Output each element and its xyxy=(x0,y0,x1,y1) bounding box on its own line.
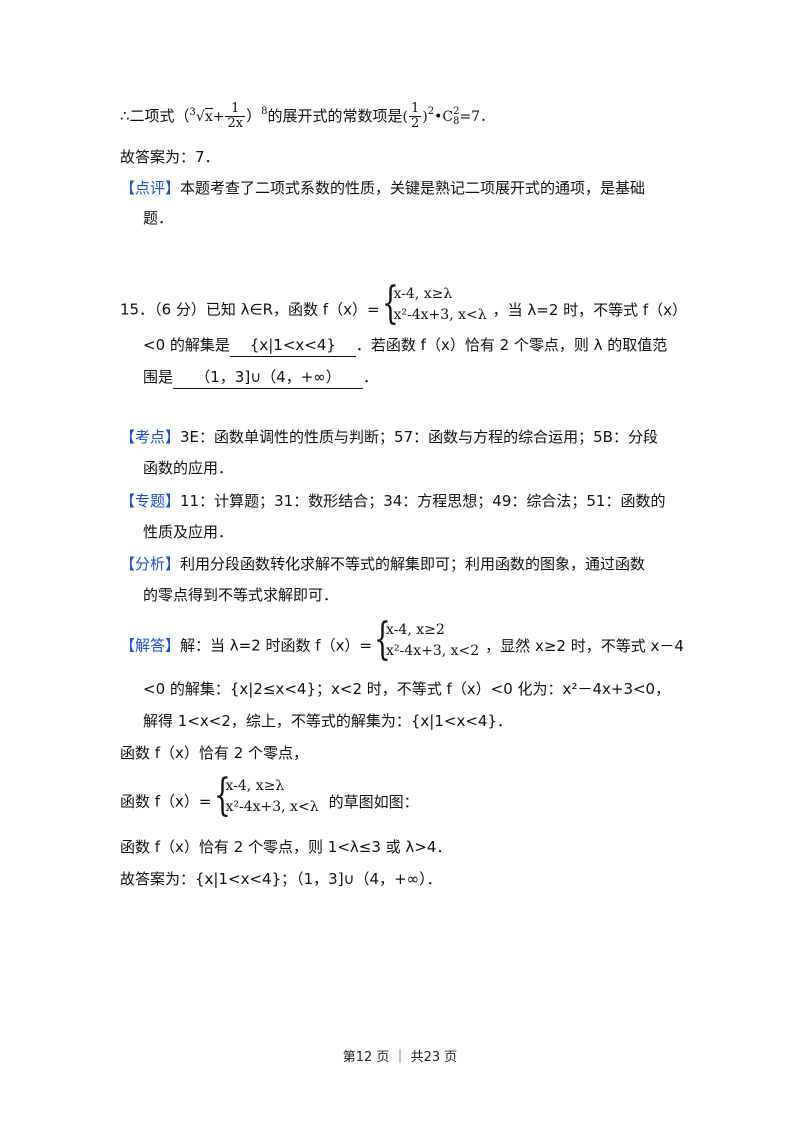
half-numerator: 1 xyxy=(408,101,422,117)
piecewise-row-1: x-4, x≥λ xyxy=(393,286,453,302)
answer-blank-1: {x|1<x<4} xyxy=(229,334,356,357)
question-15-line2-end: ．若函数 f（x）恰有 2 个零点，则 λ 的取值范 xyxy=(355,336,668,354)
zhuanti-tag: 【专题】 xyxy=(120,492,181,510)
answer-blank-2: （1，3]∪（4，+∞） xyxy=(173,366,364,389)
piecewise-rows: x-4, x≥λ x²-4x+3, x<λ xyxy=(382,284,487,326)
review-14: 【点评】本题考查了二项式系数的性质，关键是熟记二项展开式的通项，是基础 xyxy=(120,177,645,199)
piecewise-row-2: x²-4x+3, x<λ xyxy=(393,307,487,323)
review-tag: 【点评】 xyxy=(120,179,181,197)
piecewise-function-lambda2: {x-4, x≥2 x²-4x+3, x<2 xyxy=(374,614,479,672)
zhuanti-text-2: 性质及应用． xyxy=(143,523,234,541)
binomial-prefix: ∴二项式（ xyxy=(120,107,190,125)
half-exponent: 2 xyxy=(427,106,435,117)
question-15-line-2: <0 的解集是{x|1<x<4}．若函数 f（x）恰有 2 个零点，则 λ 的取… xyxy=(143,334,667,357)
binomial-result: =7． xyxy=(459,109,495,125)
fenxi-text-2: 的零点得到不等式求解即可． xyxy=(143,586,339,604)
combination-sub: 8 xyxy=(453,115,460,127)
piecewise-rows-3: x-4, x≥λ x²-4x+3, x<λ xyxy=(214,776,319,818)
jieda-text-3: 解得 1<x<2，综上，不等式的解集为：{x|1<x<4}． xyxy=(143,712,512,730)
open-paren: ( xyxy=(402,109,408,125)
piecewise2-row-2: x²-4x+3, x<2 xyxy=(386,643,480,659)
binomial-mid-text: 的展开式的常数项是 xyxy=(267,107,403,125)
question-15-line3-start: 围是 xyxy=(143,368,174,386)
jieda-intro: 解：当 λ=2 时函数 f（x）= xyxy=(180,636,373,655)
kaodian-text-1: 3E：函数单调性的性质与判断；57：函数与方程的综合运用；5B：分段 xyxy=(180,428,658,446)
zhuanti-line-1: 【专题】11：计算题；31：数形结合；34：方程思想；49：综合法；51：函数的 xyxy=(120,490,665,512)
kaodian-text-2: 函数的应用． xyxy=(143,459,234,477)
half-denominator: 2 xyxy=(410,116,420,131)
root-index: 3 xyxy=(189,107,196,118)
radicand: x xyxy=(204,108,213,125)
zhuanti-text-1: 11：计算题；31：数形结合；34：方程思想；49：综合法；51：函数的 xyxy=(180,492,666,510)
radical-sign: √ xyxy=(195,109,205,125)
jieda-tag: 【解答】 xyxy=(120,636,181,655)
question-15-line3-end: ． xyxy=(363,368,379,386)
jieda-after: ，显然 x≥2 时，不等式 x－4 xyxy=(485,636,684,655)
kaodian-line-1: 【考点】3E：函数单调性的性质与判断；57：函数与方程的综合运用；5B：分段 xyxy=(120,426,658,448)
piecewise2-row-1: x-4, x≥2 xyxy=(386,622,445,638)
piecewise-function-lambda: {x-4, x≥λ x²-4x+3, x<λ xyxy=(213,770,319,828)
jieda-text-6: 故答案为：{x|1<x<4}；（1，3]∪（4，+∞）． xyxy=(120,870,442,888)
binomial-power: 8 xyxy=(261,106,268,117)
plus-sign: + xyxy=(212,109,225,125)
jieda-text-5: 函数 f（x）恰有 2 个零点，则 1<λ≤3 或 λ>4． xyxy=(120,838,452,856)
piecewise3-row-2: x²-4x+3, x<λ xyxy=(225,799,319,815)
question-15-line2-start: <0 的解集是 xyxy=(143,336,230,354)
jieda-fx-after: 的草图如图： xyxy=(328,792,419,811)
question-15-line-3: 围是（1，3]∪（4，+∞）． xyxy=(143,366,378,389)
combination-sup: 2 xyxy=(453,105,460,117)
fenxi-tag: 【分析】 xyxy=(120,555,181,573)
question-15-intro: 15．（6 分）已知 λ∈R，函数 f（x）= xyxy=(120,300,380,319)
page-footer: 第12 页 ｜ 共23 页 xyxy=(342,1050,458,1065)
close-paren: ） xyxy=(246,107,262,125)
piecewise-brace: { xyxy=(381,278,399,329)
question-15-after: ，当 λ=2 时，不等式 f（x） xyxy=(492,300,688,319)
jieda-fx-intro: 函数 f（x）= xyxy=(120,792,212,811)
piecewise3-row-1: x-4, x≥λ xyxy=(225,778,285,794)
answer-14: 故答案为：7． xyxy=(120,148,220,166)
review-text-1: 本题考查了二项式系数的性质，关键是熟记二项展开式的通项，是基础 xyxy=(180,179,646,197)
fenxi-line-1: 【分析】利用分段函数转化求解不等式的解集即可；利用函数的图象，通过函数 xyxy=(120,553,645,575)
piecewise-function-q15: {x-4, x≥λ x²-4x+3, x<λ xyxy=(381,278,487,336)
jieda-text-4: 函数 f（x）恰有 2 个零点， xyxy=(120,744,309,762)
dot-c: •C xyxy=(434,109,454,125)
fraction-numerator: 1 xyxy=(225,102,246,117)
kaodian-tag: 【考点】 xyxy=(120,428,181,446)
review-text-2: 题． xyxy=(143,209,174,227)
jieda-text-2: <0 的解集：{x|2≤x<4}；x<2 时，不等式 f（x）<0 化为：x²－… xyxy=(143,680,671,698)
piecewise-rows-2: x-4, x≥2 x²-4x+3, x<2 xyxy=(374,620,479,662)
piecewise-brace-2: { xyxy=(374,614,391,665)
fraction-denominator: 2x xyxy=(227,116,244,131)
fenxi-text-1: 利用分段函数转化求解不等式的解集即可；利用函数的图象，通过函数 xyxy=(180,555,646,573)
piecewise-brace-3: { xyxy=(213,770,231,821)
close-paren-2: ) xyxy=(422,109,428,125)
